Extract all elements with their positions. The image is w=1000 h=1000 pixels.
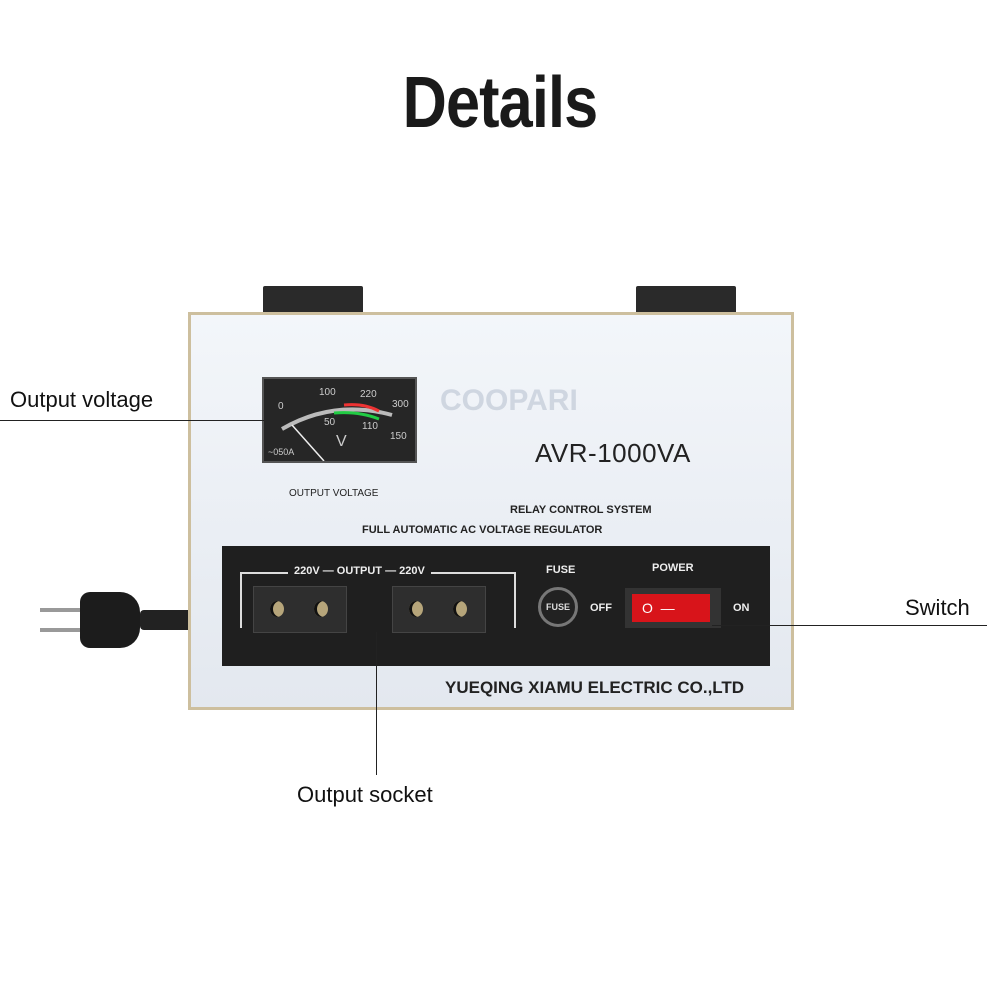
handle-left xyxy=(263,286,363,316)
callout-line-switch xyxy=(712,625,987,626)
fuse-label: FUSE xyxy=(546,564,576,576)
meter-tick: 300 xyxy=(392,399,409,410)
callout-line-socket xyxy=(376,632,377,775)
meter-tick: 110 xyxy=(362,421,378,432)
watermark: COOPARI xyxy=(440,384,578,417)
callout-output-socket: Output socket xyxy=(297,782,433,807)
meter-tick: 50 xyxy=(324,417,336,428)
meter-tick: 150 xyxy=(390,431,407,442)
fuse-holder[interactable]: FUSE xyxy=(538,587,578,627)
power-plug xyxy=(40,592,192,648)
page-title: Details xyxy=(402,63,599,143)
callout-output-voltage: Output voltage xyxy=(10,387,154,412)
on-label: ON xyxy=(733,602,750,614)
output-label: 220V — OUTPUT — 220V xyxy=(288,565,431,577)
off-label: OFF xyxy=(590,602,612,614)
power-switch[interactable]: O — xyxy=(632,594,710,622)
meter-tick: 220 xyxy=(360,389,377,400)
output-socket-2 xyxy=(392,586,486,633)
voltmeter: 0 100 220 300 50 110 150 V ~050A xyxy=(262,377,417,463)
meter-rating: ~050A xyxy=(268,447,295,457)
meter-label: OUTPUT VOLTAGE xyxy=(289,488,379,499)
fuse-cap-text: FUSE xyxy=(545,602,570,612)
company-name: YUEQING XIAMU ELECTRIC CO.,LTD xyxy=(445,678,745,697)
meter-tick: 0 xyxy=(278,401,284,412)
callout-line-voltage xyxy=(0,420,264,421)
callout-switch: Switch xyxy=(905,595,970,620)
output-socket-1 xyxy=(253,586,347,633)
feature-line-2: FULL AUTOMATIC AC VOLTAGE REGULATOR xyxy=(362,524,603,536)
model-name: AVR-1000VA xyxy=(535,438,691,468)
feature-line-1: RELAY CONTROL SYSTEM xyxy=(510,504,652,516)
meter-tick: 100 xyxy=(319,387,336,398)
handle-right xyxy=(636,286,736,316)
power-label: POWER xyxy=(652,562,694,574)
meter-unit: V xyxy=(336,433,347,450)
